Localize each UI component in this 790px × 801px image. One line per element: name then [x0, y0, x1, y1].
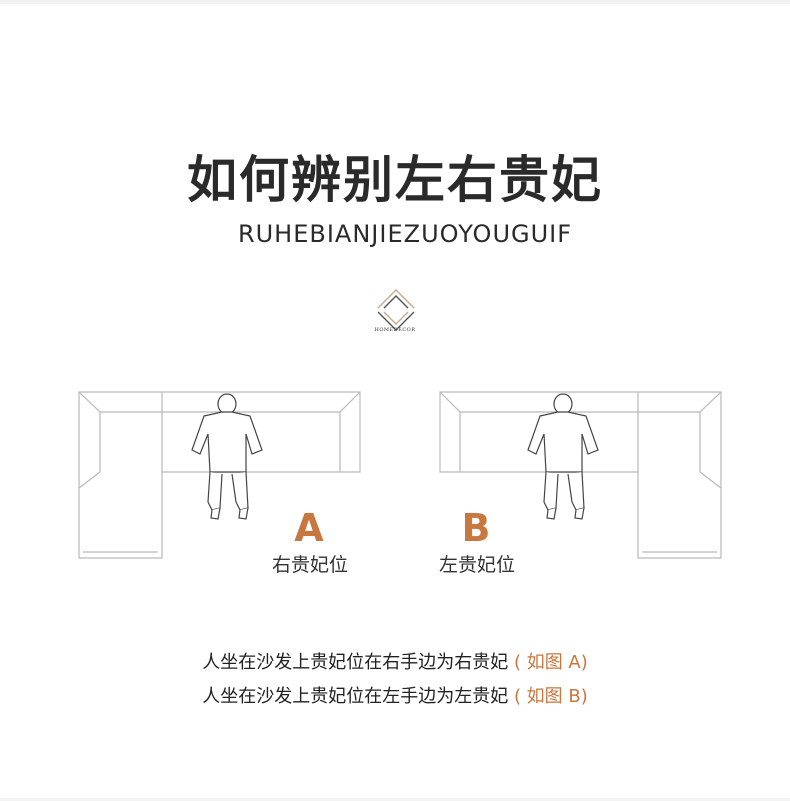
explanation-line-b: 人坐在沙发上贵妃位在左手边为左贵妃 ( 如图 B): [0, 682, 790, 708]
explanation-text-a: 人坐在沙发上贵妃位在右手边为右贵妃: [202, 652, 509, 673]
homedecor-logo-icon: [377, 289, 415, 331]
top-border: [0, 0, 790, 4]
label-b: B: [461, 506, 491, 550]
page-title: 如何辨别左右贵妃: [187, 151, 603, 209]
label-a: A: [294, 506, 324, 550]
explanation-line-a: 人坐在沙发上贵妃位在右手边为右贵妃 ( 如图 A): [0, 648, 790, 674]
explanation-note-b: ( 如图 B): [513, 686, 588, 707]
bottom-border: [0, 798, 790, 801]
logo-text: HOMEDECOR: [374, 327, 416, 333]
sofa-b-icon: [439, 391, 722, 559]
sofa-diagram: [78, 391, 722, 559]
sofa-a-icon: [78, 391, 361, 559]
caption-b: 左贵妃位: [438, 554, 515, 576]
seated-person-b-icon: [527, 393, 599, 520]
page-subtitle: RUHEBIANJIEZUOYOUGUIF: [237, 220, 573, 248]
explanation-text-b: 人坐在沙发上贵妃位在左手边为左贵妃: [202, 686, 509, 707]
explanation-note-a: ( 如图 A): [513, 652, 588, 673]
caption-a: 右贵妃位: [271, 554, 348, 576]
seated-person-a-icon: [191, 393, 263, 520]
